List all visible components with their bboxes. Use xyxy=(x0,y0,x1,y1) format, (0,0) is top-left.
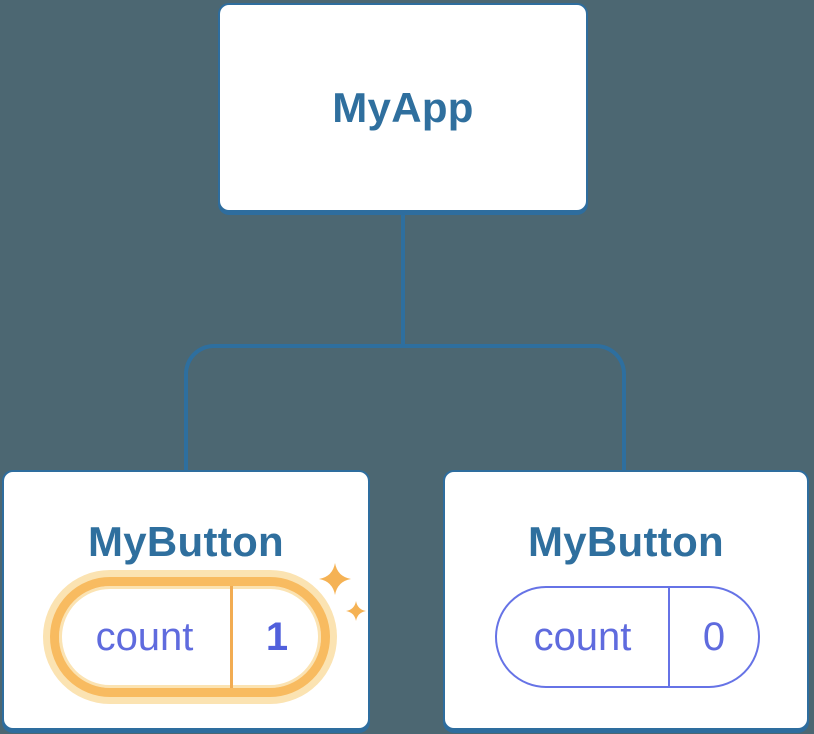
pill-divider xyxy=(668,588,670,686)
node-title: MyButton xyxy=(87,518,284,565)
state-label: count xyxy=(533,614,632,659)
node-title: MyButton xyxy=(527,518,724,565)
state-value: 0 xyxy=(702,614,726,659)
state-label-cell: count xyxy=(59,586,230,688)
state-pill: count 0 xyxy=(495,586,760,688)
sparkles-icon xyxy=(319,563,366,621)
connector-stem xyxy=(401,211,405,348)
state-pill-highlighted: count 1 xyxy=(50,577,330,697)
state-value-cell: 0 xyxy=(670,588,758,686)
connector-bracket xyxy=(184,344,626,470)
node-mybutton-left: MyButton count 1 xyxy=(2,470,370,730)
state-label: count xyxy=(95,614,194,659)
node-myapp: MyApp xyxy=(218,3,588,212)
node-title: MyApp xyxy=(332,83,474,131)
pill-divider xyxy=(230,586,233,688)
state-value-cell: 1 xyxy=(233,586,321,688)
state-label-cell: count xyxy=(497,588,668,686)
node-mybutton-right: MyButton count 0 xyxy=(443,470,809,730)
state-value: 1 xyxy=(265,614,289,659)
